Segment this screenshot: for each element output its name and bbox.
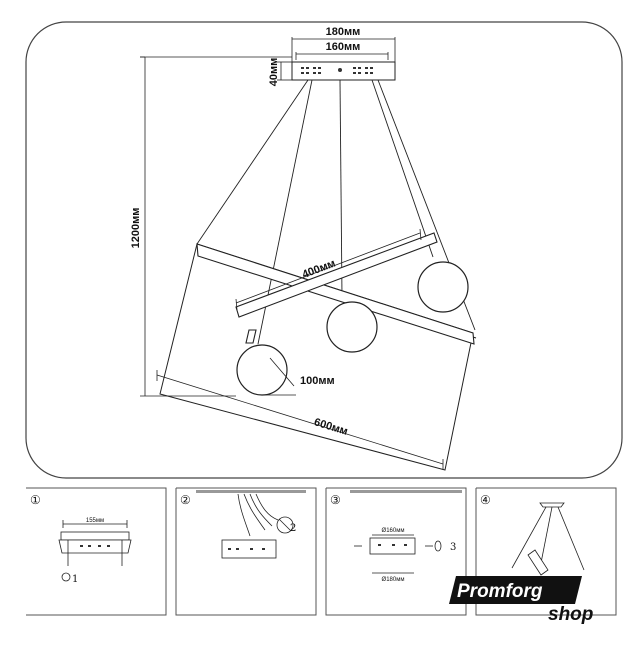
step-4-panel: ④: [475, 487, 617, 616]
step-3-inner-label: Ø160мм: [382, 528, 405, 534]
globe-shades: [236, 261, 469, 396]
lamp-bars: [196, 232, 475, 345]
canopy-outer-width-label: 180мм: [326, 26, 361, 38]
globe-right: [417, 261, 469, 313]
main-panel: [25, 21, 623, 479]
canopy-height-label: 40мм: [268, 58, 280, 87]
globe-middle: [326, 301, 378, 353]
step-2-number: ②: [180, 493, 191, 507]
promtorg-logo: Promforg shop: [449, 576, 593, 625]
step-4-number: ④: [480, 493, 491, 507]
canopy-inner-width-label: 160мм: [326, 41, 361, 53]
step-2-panel: ② 2: [175, 487, 317, 616]
globe-left: [236, 344, 288, 396]
step-1-width-label: 155мм: [86, 518, 104, 524]
total-height-dimension: [140, 56, 292, 397]
canopy-dimensions: [277, 37, 396, 81]
globe-diameter-dimension: [262, 357, 296, 396]
total-height-label: 1200мм: [130, 208, 142, 249]
step-1-number: ①: [30, 493, 41, 507]
step-3-note: 3: [450, 542, 456, 553]
frame-length-label: 600мм: [313, 416, 350, 438]
bar-length-dimension: [235, 228, 422, 311]
step-1-panel: ① 155мм 1: [26, 487, 167, 616]
logo-line2: shop: [548, 604, 593, 625]
step-3-outer-label: Ø180мм: [382, 577, 405, 583]
step-3-number: ③: [330, 493, 341, 507]
globe-diameter-label: 100мм: [300, 375, 335, 387]
canopy: [291, 61, 396, 81]
step-3-panel: ③ Ø160мм Ø180мм 3: [325, 487, 467, 616]
step-2-note: 2: [290, 523, 296, 534]
logo-line1: Promforg: [457, 581, 543, 602]
step-1-note: 1: [72, 574, 78, 585]
frame-length-dimension: [156, 370, 444, 470]
